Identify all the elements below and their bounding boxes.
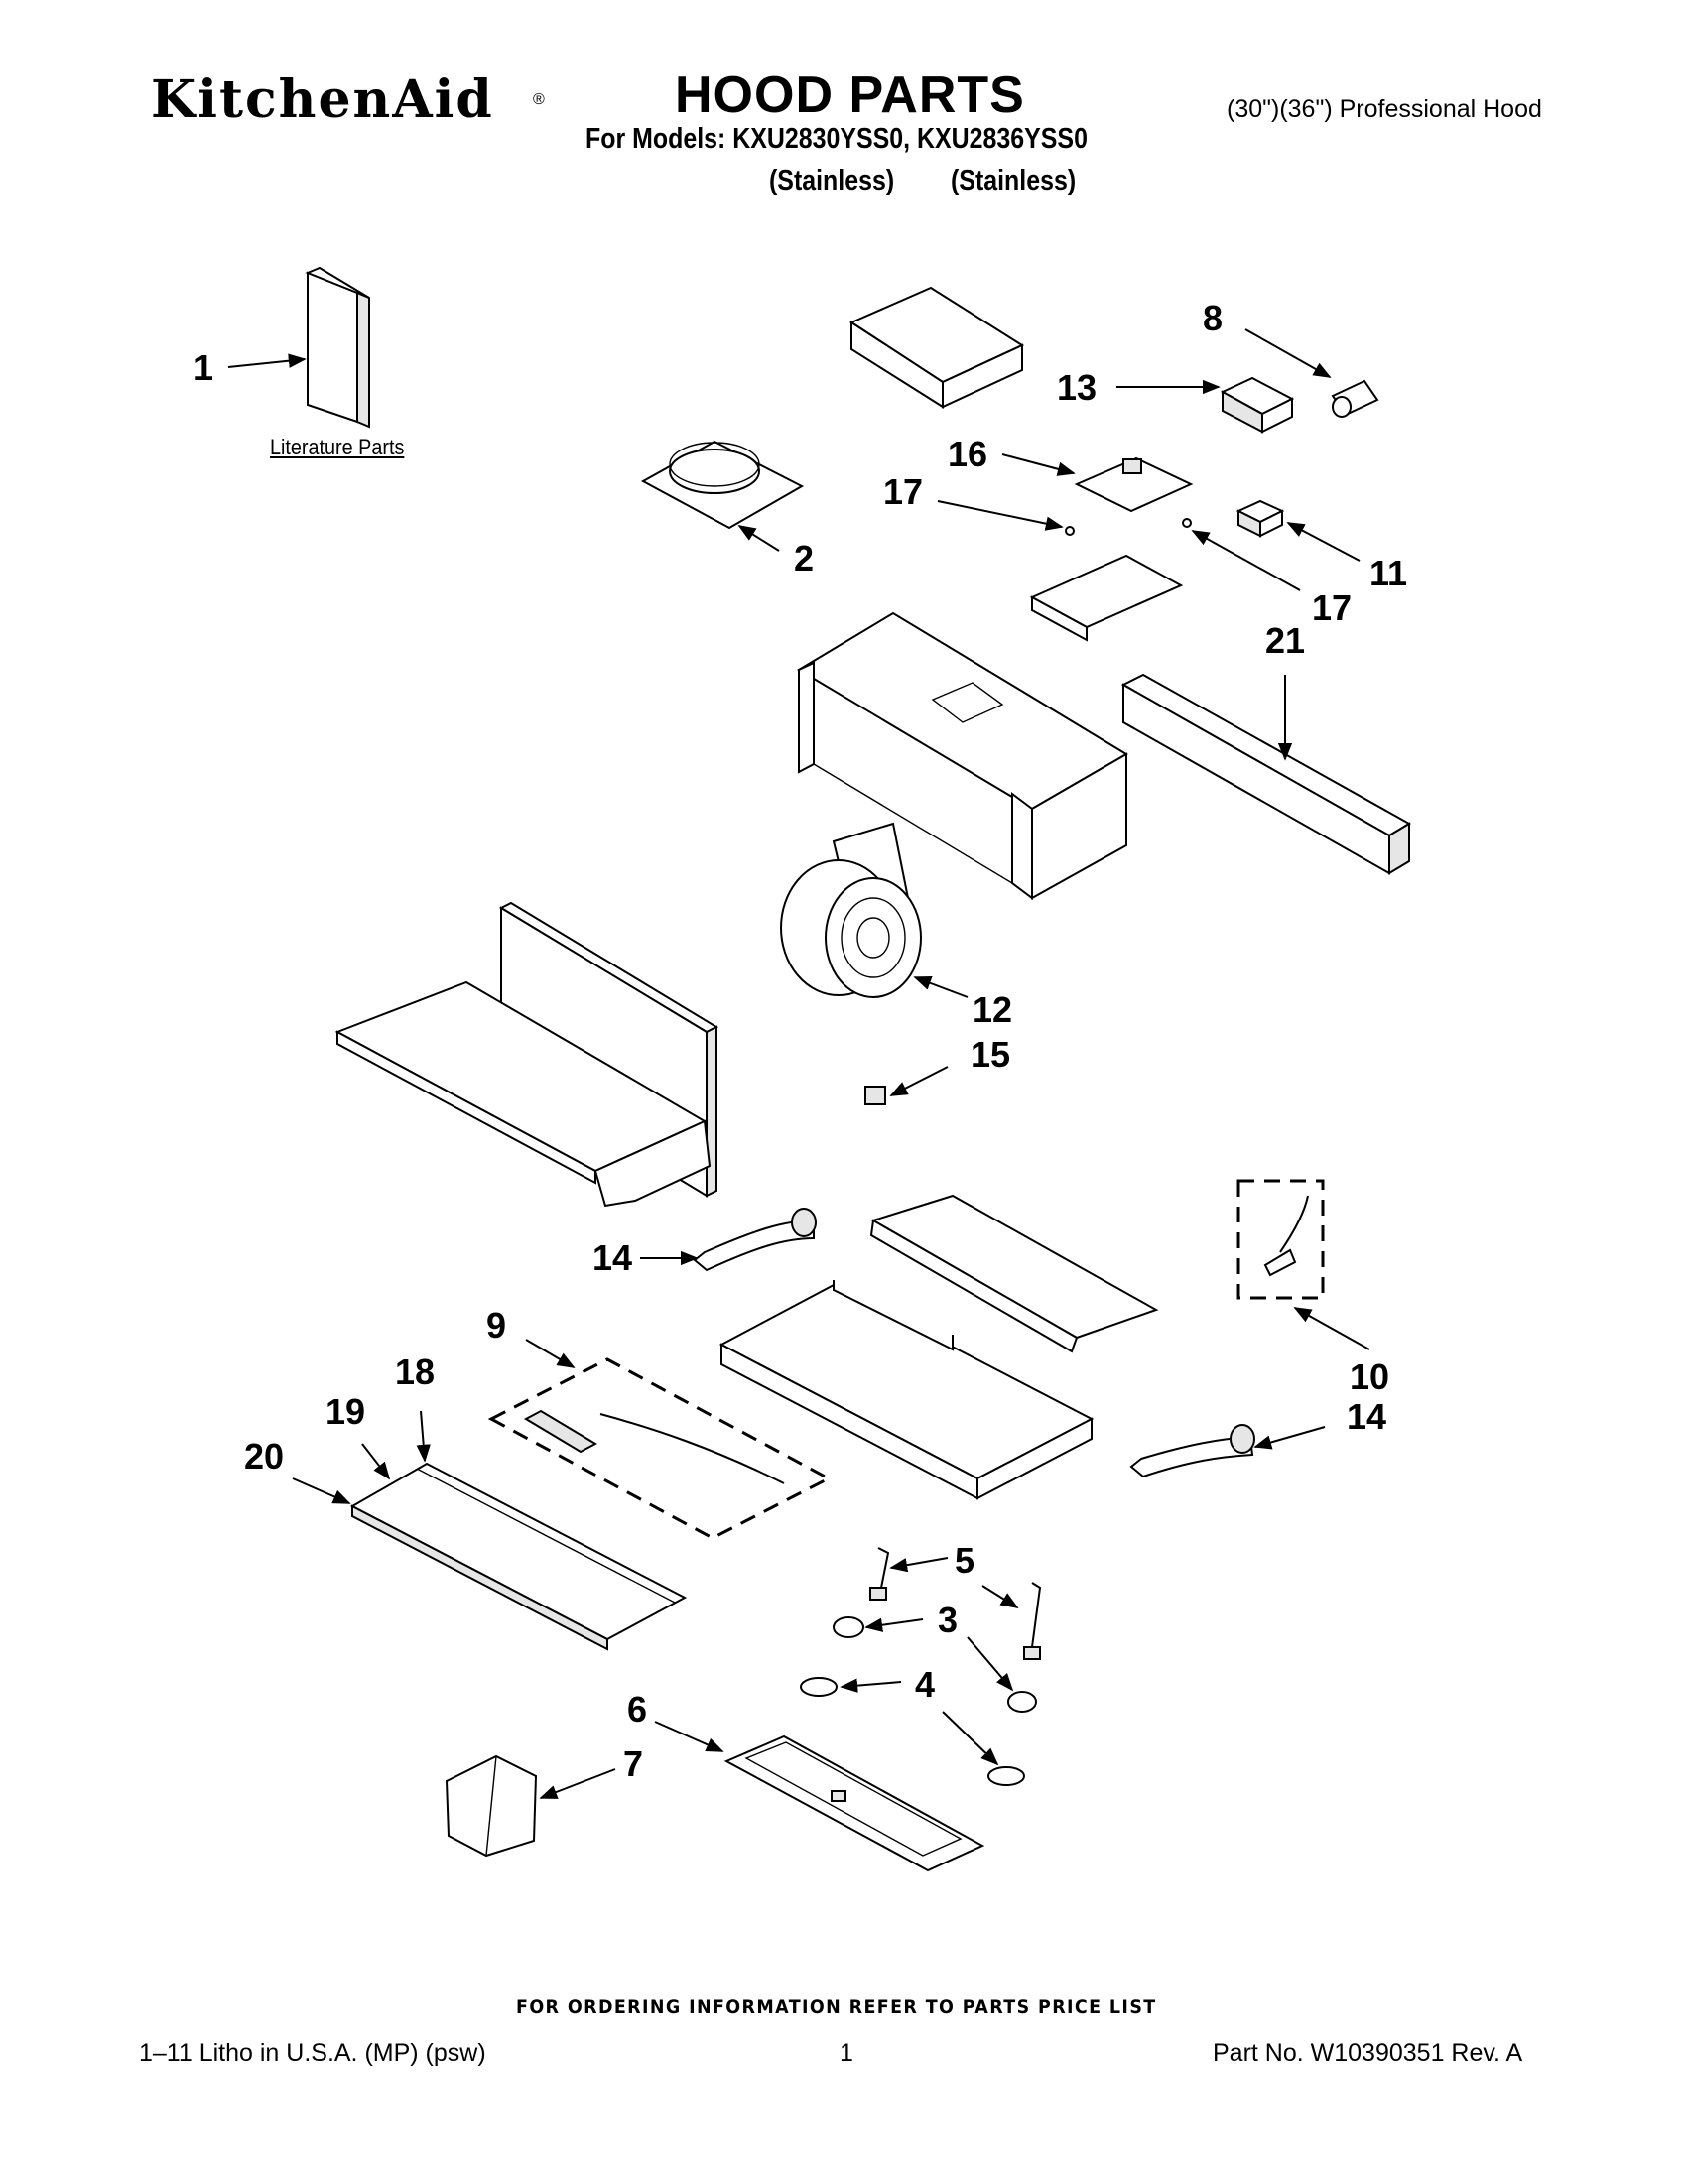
brand-logo: KitchenAid (151, 69, 494, 130)
registered-mark: ® (533, 91, 545, 108)
part-7-hardware-bag (445, 1754, 538, 1858)
callout-7: 7 (623, 1743, 643, 1784)
part-21-front-trim (1120, 673, 1411, 875)
page-title: HOOD PARTS (675, 66, 1025, 124)
part-14-channel-left (693, 1208, 817, 1272)
callout-2: 2 (794, 538, 814, 578)
product-subtitle: (30")(36") Professional Hood (1227, 95, 1542, 123)
part-bottom-tray (334, 980, 712, 1208)
callout-5: 5 (955, 1540, 974, 1581)
callout-17-right: 17 (1312, 587, 1352, 628)
callout-15: 15 (971, 1034, 1010, 1075)
leader-lines (227, 328, 1370, 1799)
part-upper-frame (869, 1194, 1159, 1353)
ordering-note: FOR ORDERING INFORMATION REFER TO PARTS … (516, 1996, 1157, 2018)
part-13-relay (1220, 376, 1295, 434)
callout-19: 19 (325, 1391, 365, 1432)
models-line: For Models: KXU2830YSS0, KXU2836YSS0 (585, 123, 1088, 155)
finish-label-1: (Stainless) (769, 165, 895, 196)
part-16-control-board (1074, 456, 1194, 513)
part-12-blower (780, 822, 922, 998)
callout-10: 10 (1350, 1356, 1389, 1397)
page-number: 1 (840, 2039, 853, 2067)
callout-1: 1 (194, 347, 213, 388)
callout-3: 3 (938, 1600, 958, 1640)
part-10-light-assembly (1236, 1179, 1325, 1300)
part-6-filter (723, 1734, 985, 1872)
part-8-capacitor (1331, 379, 1379, 418)
part-2-duct-collar (640, 440, 805, 530)
part-5-sockets (869, 1547, 1042, 1660)
callout-11: 11 (1369, 553, 1407, 593)
callout-12: 12 (973, 989, 1012, 1030)
part-3-lenses (833, 1616, 1037, 1713)
part-14-channel-right (1129, 1424, 1255, 1478)
callout-8: 8 (1203, 298, 1223, 338)
literature-parts-label: Literature Parts (270, 435, 405, 459)
part-20-light-panel (349, 1462, 688, 1651)
part-17-screws (1065, 518, 1192, 536)
part-4-bezels (800, 1677, 1025, 1786)
part-11-block (1235, 499, 1285, 538)
callout-labels: 1 2 3 4 5 6 7 8 9 10 11 12 13 14 14 15 1… (194, 298, 1407, 1784)
callout-4: 4 (915, 1664, 935, 1705)
part-main-housing (797, 611, 1128, 900)
finish-label-2: (Stainless) (951, 165, 1077, 196)
callout-14-left: 14 (592, 1237, 632, 1278)
part-1-literature (305, 266, 370, 429)
part-control-bracket (1029, 554, 1184, 642)
part-number: Part No. W10390351 Rev. A (1213, 2039, 1523, 2067)
part-hood-body (718, 1280, 1095, 1500)
callout-14-right: 14 (1347, 1396, 1386, 1437)
part-top-box (848, 286, 1025, 409)
callout-13: 13 (1057, 367, 1097, 408)
callout-21: 21 (1265, 620, 1305, 661)
callout-20: 20 (244, 1436, 284, 1477)
litho-note: 1–11 Litho in U.S.A. (MP) (psw) (139, 2039, 486, 2067)
part-15-clip (864, 1086, 886, 1105)
callout-16: 16 (948, 434, 987, 474)
part-9-light-harness-kit (487, 1357, 833, 1540)
callout-18: 18 (395, 1351, 435, 1392)
callout-9: 9 (486, 1305, 506, 1346)
callout-6: 6 (627, 1689, 647, 1730)
callout-17-left: 17 (883, 471, 923, 512)
